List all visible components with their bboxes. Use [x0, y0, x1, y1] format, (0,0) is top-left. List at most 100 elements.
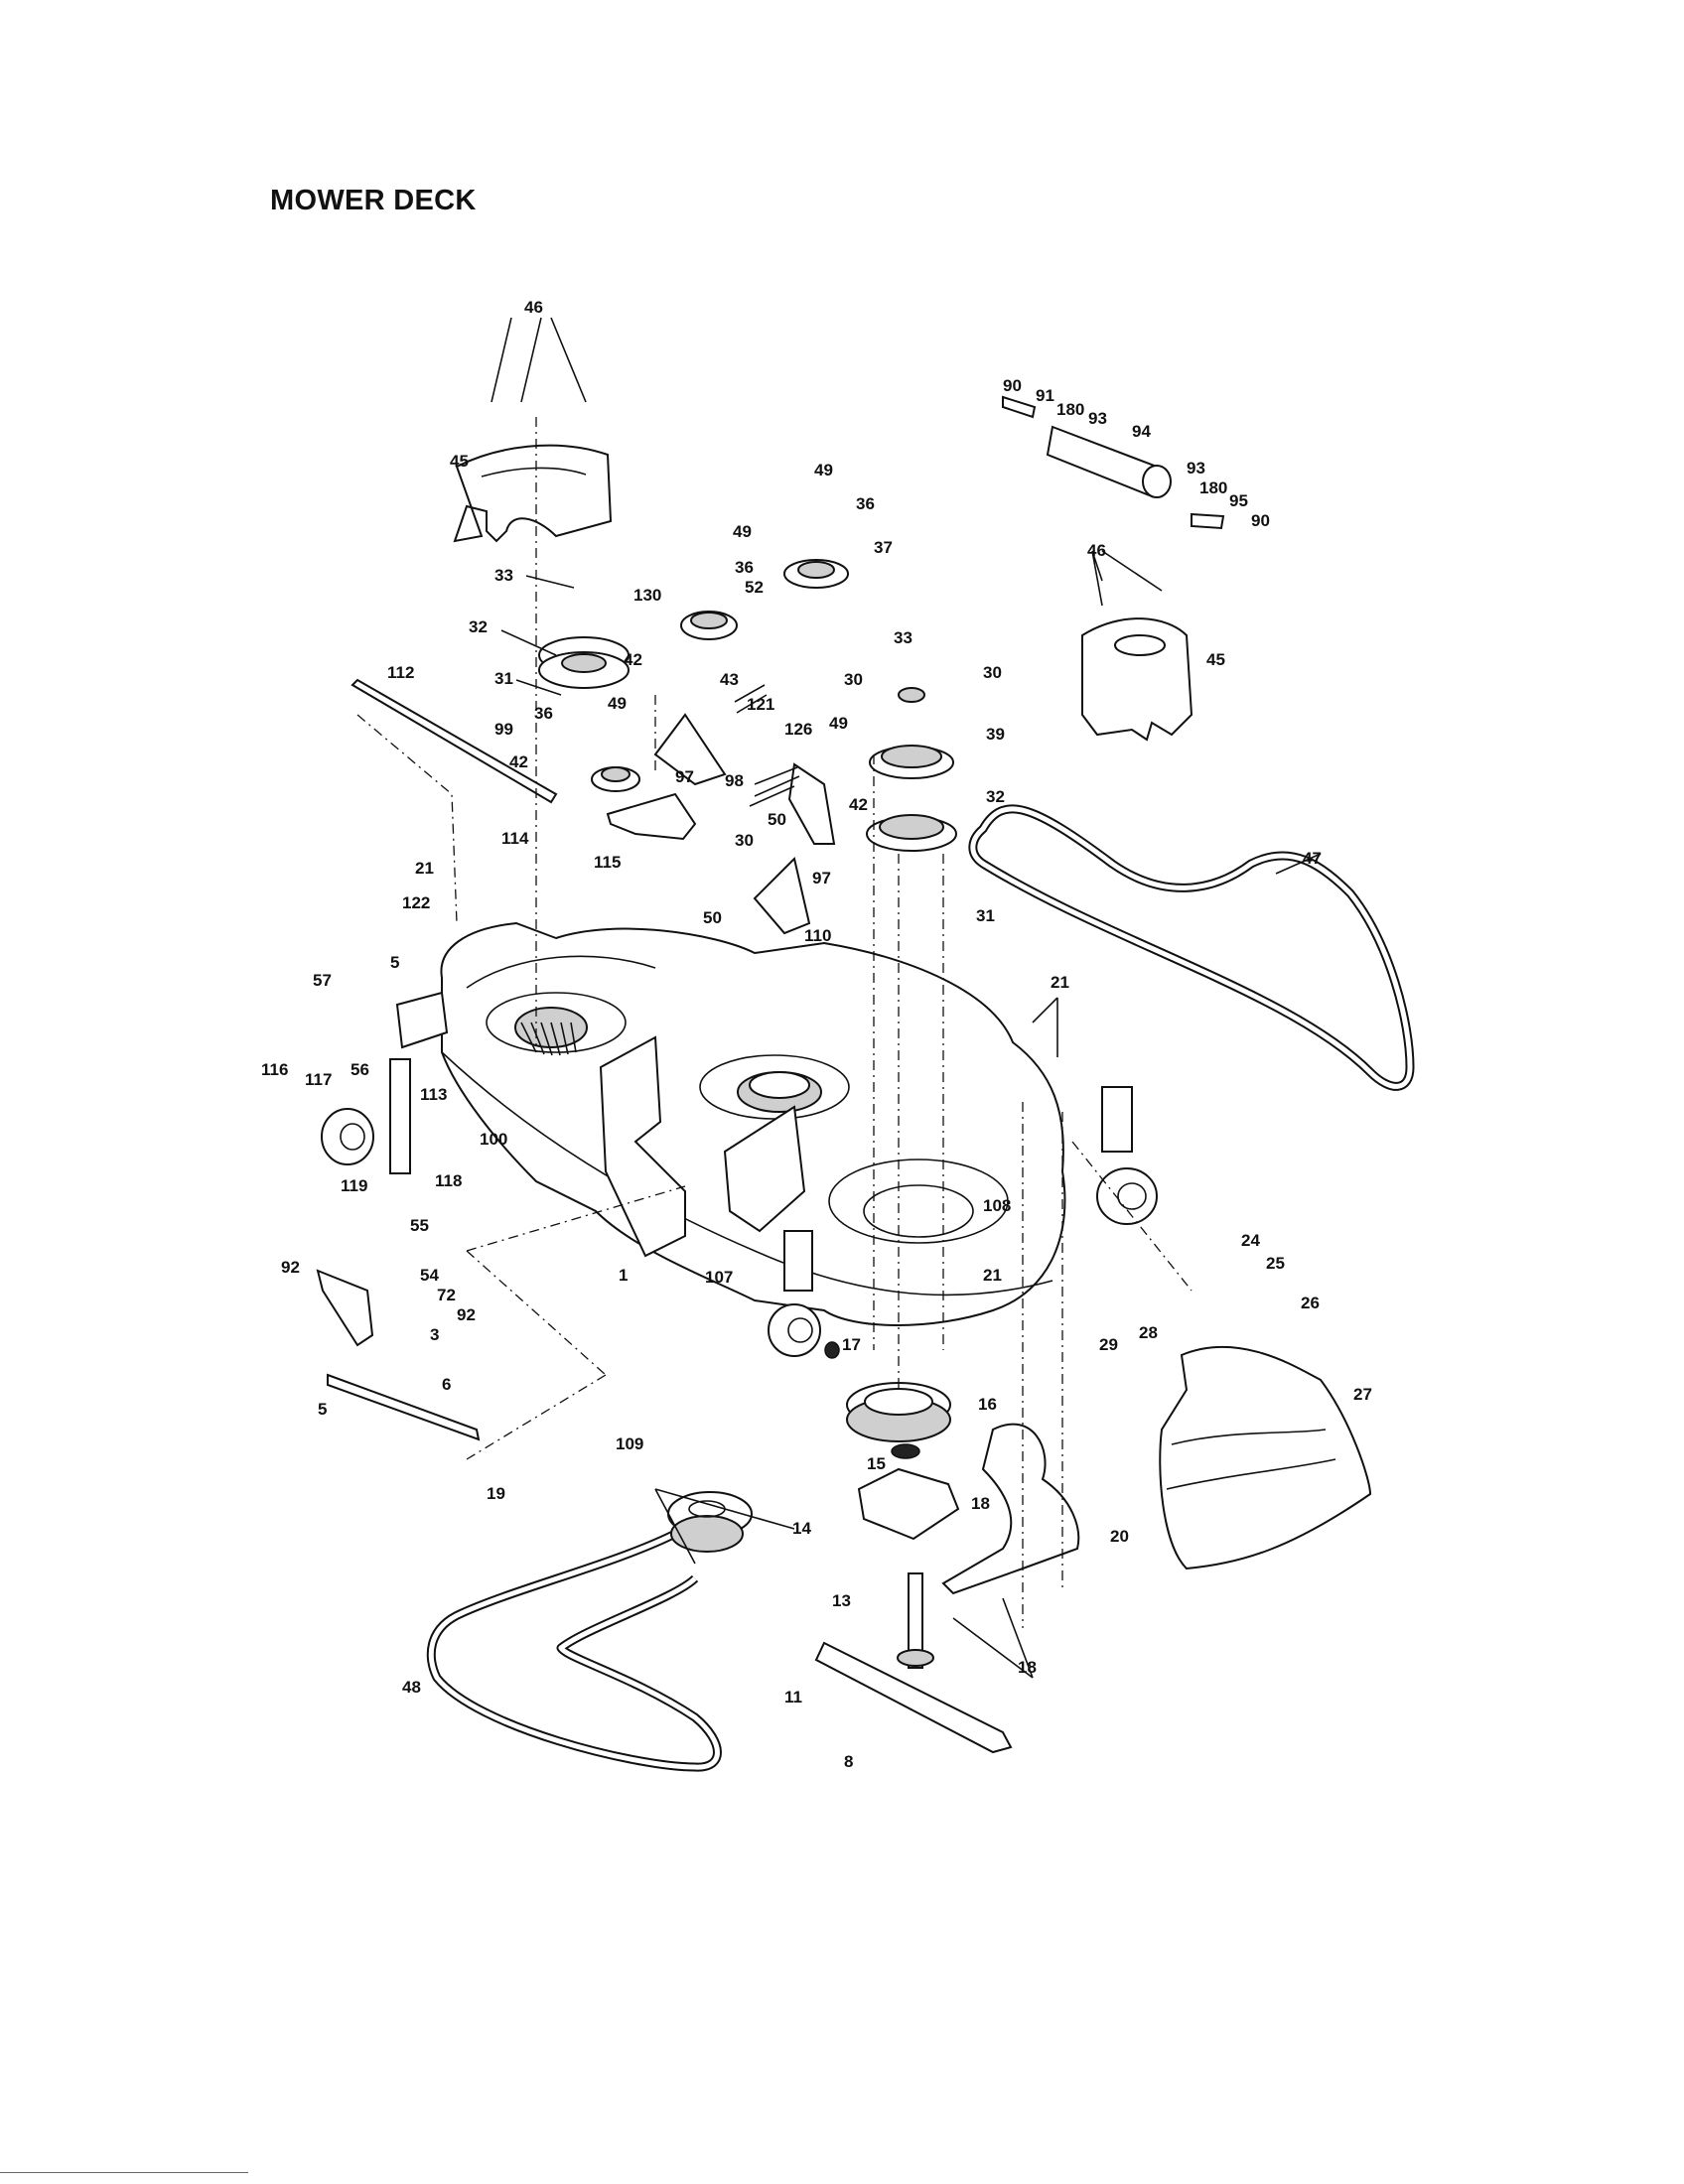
callout-92-left: 92 [281, 1258, 300, 1277]
callout-55: 55 [410, 1216, 429, 1235]
callout-91: 91 [1036, 386, 1054, 405]
deflector-rod [1002, 395, 1225, 530]
callout-14: 14 [792, 1519, 811, 1538]
front-bracket-parts [316, 1058, 481, 1441]
callout-54: 54 [420, 1266, 439, 1285]
callout-112: 112 [387, 663, 414, 682]
callout-30-upper-right: 30 [983, 663, 1002, 682]
callout-16: 16 [978, 1395, 997, 1414]
callout-21-right-lower: 21 [983, 1266, 1002, 1285]
mower-deck-shell [395, 921, 1158, 1357]
callout-107: 107 [705, 1268, 733, 1287]
callout-114: 114 [501, 829, 529, 848]
leader-lines [491, 317, 1322, 1679]
callout-93-top: 93 [1088, 409, 1107, 428]
callout-180-right: 180 [1199, 478, 1227, 497]
callout-119: 119 [341, 1176, 367, 1195]
callout-56: 56 [351, 1060, 369, 1079]
callout-29: 29 [1099, 1335, 1118, 1354]
callout-57: 57 [313, 971, 332, 990]
callout-113: 113 [420, 1085, 447, 1104]
callout-90-right: 90 [1251, 511, 1270, 530]
discharge-chute [1159, 1345, 1372, 1570]
callout-94: 94 [1132, 422, 1151, 441]
deflector [941, 1423, 1080, 1595]
callout-110: 110 [804, 926, 831, 945]
callout-95: 95 [1229, 491, 1248, 510]
callout-13: 13 [832, 1591, 851, 1610]
idler-arms [606, 684, 836, 935]
callout-97-right: 97 [812, 869, 831, 887]
lift-rod [351, 678, 558, 804]
callout-126: 126 [784, 720, 812, 739]
callout-36-right: 36 [856, 494, 875, 513]
callout-50-right: 50 [768, 810, 786, 829]
callout-49-left: 49 [608, 694, 627, 713]
callout-108: 108 [983, 1196, 1011, 1215]
callout-20: 20 [1110, 1527, 1129, 1546]
callout-39: 39 [986, 725, 1005, 744]
callout-121: 121 [747, 695, 774, 714]
callout-43: 43 [720, 670, 739, 689]
callout-100: 100 [480, 1130, 507, 1149]
callout-24: 24 [1241, 1231, 1260, 1250]
belt-shield-left [453, 444, 613, 543]
callout-52: 52 [745, 578, 764, 597]
callout-31-right: 31 [976, 906, 995, 925]
callout-5-lower: 5 [318, 1400, 327, 1419]
callout-45-right: 45 [1206, 650, 1225, 669]
callout-109: 109 [616, 1434, 643, 1453]
callout-93-right: 93 [1187, 459, 1205, 478]
callout-42-center: 42 [624, 650, 642, 669]
page-title: MOWER DECK [270, 185, 477, 216]
callout-72: 72 [437, 1286, 456, 1304]
callout-48: 48 [402, 1678, 421, 1697]
callout-11: 11 [784, 1688, 802, 1706]
blade [814, 1641, 1013, 1754]
callout-117: 117 [305, 1070, 332, 1089]
callout-33-left: 33 [494, 566, 513, 585]
callout-28: 28 [1139, 1323, 1158, 1342]
spindle-assembly [824, 1341, 960, 1669]
callout-50-left: 50 [703, 908, 722, 927]
callout-42-left: 42 [509, 752, 528, 771]
callout-32-left: 32 [469, 617, 488, 636]
callout-27: 27 [1353, 1385, 1372, 1404]
callout-49-lower: 49 [829, 714, 848, 733]
callout-118: 118 [435, 1171, 462, 1190]
callout-47: 47 [1303, 849, 1322, 868]
callouts: 46 45 33 32 31 36 49 99 42 112 130 42 49… [261, 298, 1372, 1771]
callout-17: 17 [842, 1335, 861, 1354]
callout-36-left: 36 [534, 704, 553, 723]
callout-19: 19 [487, 1484, 505, 1503]
callout-18-lower: 18 [1018, 1658, 1037, 1677]
callout-46-top-left: 46 [524, 298, 543, 317]
callout-116: 116 [261, 1060, 288, 1079]
callout-30-lower: 30 [735, 831, 754, 850]
callout-180-top: 180 [1056, 400, 1084, 419]
callout-49-center: 49 [733, 522, 752, 541]
callout-3: 3 [430, 1325, 439, 1344]
callout-18-upper: 18 [971, 1494, 990, 1513]
callout-98: 98 [725, 771, 744, 790]
pulleys [538, 559, 957, 852]
callout-31-left: 31 [494, 669, 513, 688]
callout-92-right: 92 [457, 1305, 476, 1324]
belt-48 [426, 1491, 753, 1772]
callout-37: 37 [874, 538, 893, 557]
callout-33-right: 33 [894, 628, 912, 647]
belt-47 [968, 804, 1415, 1091]
callout-8: 8 [844, 1752, 853, 1771]
callout-26: 26 [1301, 1294, 1320, 1312]
callout-46-right: 46 [1087, 541, 1106, 560]
callout-15: 15 [867, 1454, 886, 1473]
callout-6: 6 [442, 1375, 451, 1394]
callout-25: 25 [1266, 1254, 1285, 1273]
callout-36-center: 36 [735, 558, 754, 577]
callout-122: 122 [402, 893, 430, 912]
callout-97-left: 97 [675, 767, 694, 786]
callout-45-left: 45 [450, 452, 469, 471]
callout-49-right: 49 [814, 461, 833, 479]
callout-32-right: 32 [986, 787, 1005, 806]
callout-21-left: 21 [415, 859, 434, 878]
